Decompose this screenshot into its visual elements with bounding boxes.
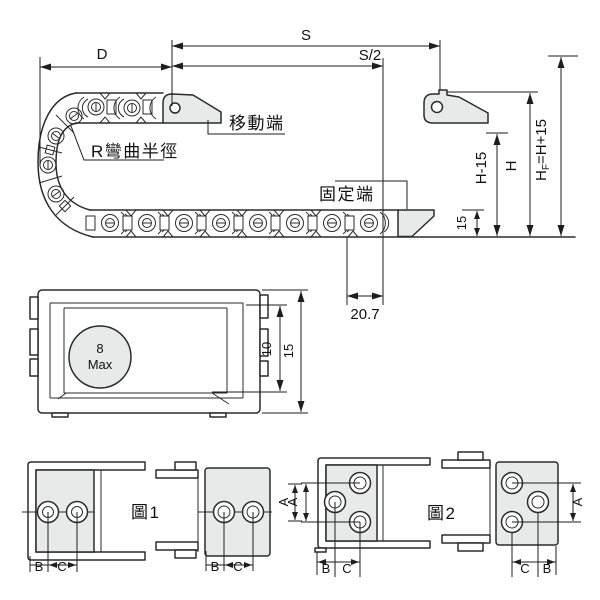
- dim-c-label: C: [233, 559, 242, 574]
- moving-end-bracket: [162, 93, 222, 124]
- dim-c-label: C: [342, 561, 351, 576]
- dim-b-label: B: [543, 561, 552, 576]
- figure1-caption: 圖1: [131, 503, 160, 522]
- section-dims: [212, 289, 308, 414]
- figure2-caption: 圖2: [427, 504, 456, 523]
- side-tabs: [29, 294, 269, 418]
- dim-d-label: D: [97, 46, 108, 63]
- dim-s-label: S: [301, 27, 311, 44]
- dim-a-label: A: [285, 497, 300, 506]
- chain-top-run: [75, 92, 164, 124]
- mount-hole: [526, 490, 550, 514]
- max-cable-unit: Max: [88, 357, 113, 372]
- dim-inner-height-label: 10: [259, 342, 274, 356]
- dim-a-label: A: [276, 497, 291, 506]
- fig2-left-connector: A B C: [285, 457, 431, 577]
- moving-end-label: 移動端: [229, 114, 285, 133]
- dim-c-label: C: [57, 559, 66, 574]
- fixed-end-bracket: [423, 89, 489, 124]
- bend-radius-leader: [70, 125, 164, 161]
- moving-end-leader: [207, 120, 285, 135]
- dim-a-label: A: [570, 497, 585, 506]
- dim-b-label: B: [211, 559, 220, 574]
- dim-hf-label: HF=H+15: [533, 119, 552, 181]
- figure-1: B C 圖1 A: [22, 461, 302, 574]
- dim-pitch-label: 20.7: [350, 306, 379, 323]
- extension-lines: [39, 40, 578, 305]
- chain-bottom-run: [85, 209, 576, 238]
- fig2-right-connector: A C B: [441, 451, 585, 577]
- dim-outer-height-label: 15: [281, 344, 296, 358]
- fixed-end-block: [397, 209, 435, 238]
- bend-pins: [39, 107, 83, 203]
- fixed-end-label: 固定端: [319, 185, 375, 204]
- bend-radius-label: R彎曲半徑: [91, 142, 179, 161]
- dim-h-minus-15-label: H-15: [473, 152, 490, 185]
- figure-2: A B C 圖2: [285, 451, 585, 577]
- max-cable-circle: [68, 325, 132, 389]
- dim-b-label: B: [35, 559, 44, 574]
- dim-b-label: B: [322, 561, 331, 576]
- dim-s-half-label: S/2: [359, 47, 382, 64]
- fig1-right-connector: A B C: [155, 461, 302, 574]
- fig1-left-connector: B C: [22, 461, 146, 574]
- max-cable-value: 8: [96, 341, 103, 356]
- cross-section-view: 8 Max 10 15: [29, 289, 308, 418]
- side-view: 移動端 R彎曲半徑 固定端 S S/2 D 20.7 15: [37, 27, 578, 323]
- bottom-run-links: [85, 209, 390, 238]
- fixed-end-leader: [335, 180, 408, 209]
- dim-h-label: H: [503, 161, 520, 172]
- section-cavity: [49, 302, 244, 405]
- dim-chain-height-label: 15: [454, 216, 469, 230]
- bracket-hole: [430, 100, 444, 114]
- dim-c-label: C: [520, 561, 529, 576]
